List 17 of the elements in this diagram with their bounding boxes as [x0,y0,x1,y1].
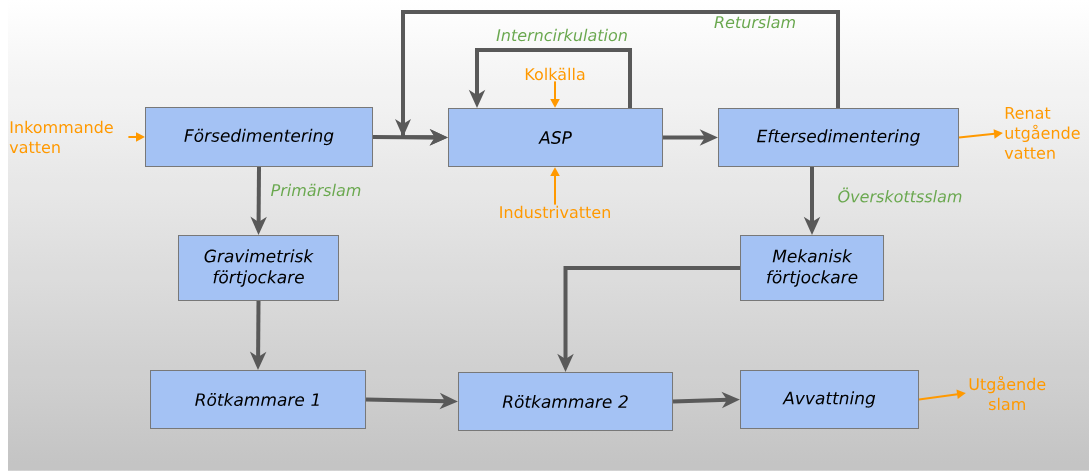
flow-label: Inkommande vatten [9,120,113,154]
process-box: ASP [448,108,663,167]
process-box: Avvattning [740,370,919,429]
flow-label: Industrivatten [500,205,610,219]
process-box: Eftersedimentering [718,108,959,167]
flow-label: Kolkälla [525,67,585,81]
flow-label: Utgående slam [969,375,1046,411]
process-box: Mekanisk förtjockare [740,235,884,301]
edge-label: Överskottsslam [838,187,962,203]
edge-label: Interncirkulation [496,28,627,42]
process-box: Försedimentering [145,107,373,167]
process-box: Rötkammare 1 [150,370,366,429]
flow-label: Renat utgående vatten [1004,107,1080,159]
edge-label: Returslam [714,15,795,29]
process-box: Rötkammare 2 [458,372,673,431]
edge-label: Primärslam [271,183,361,197]
process-box: Gravimetrisk förtjockare [178,235,339,301]
